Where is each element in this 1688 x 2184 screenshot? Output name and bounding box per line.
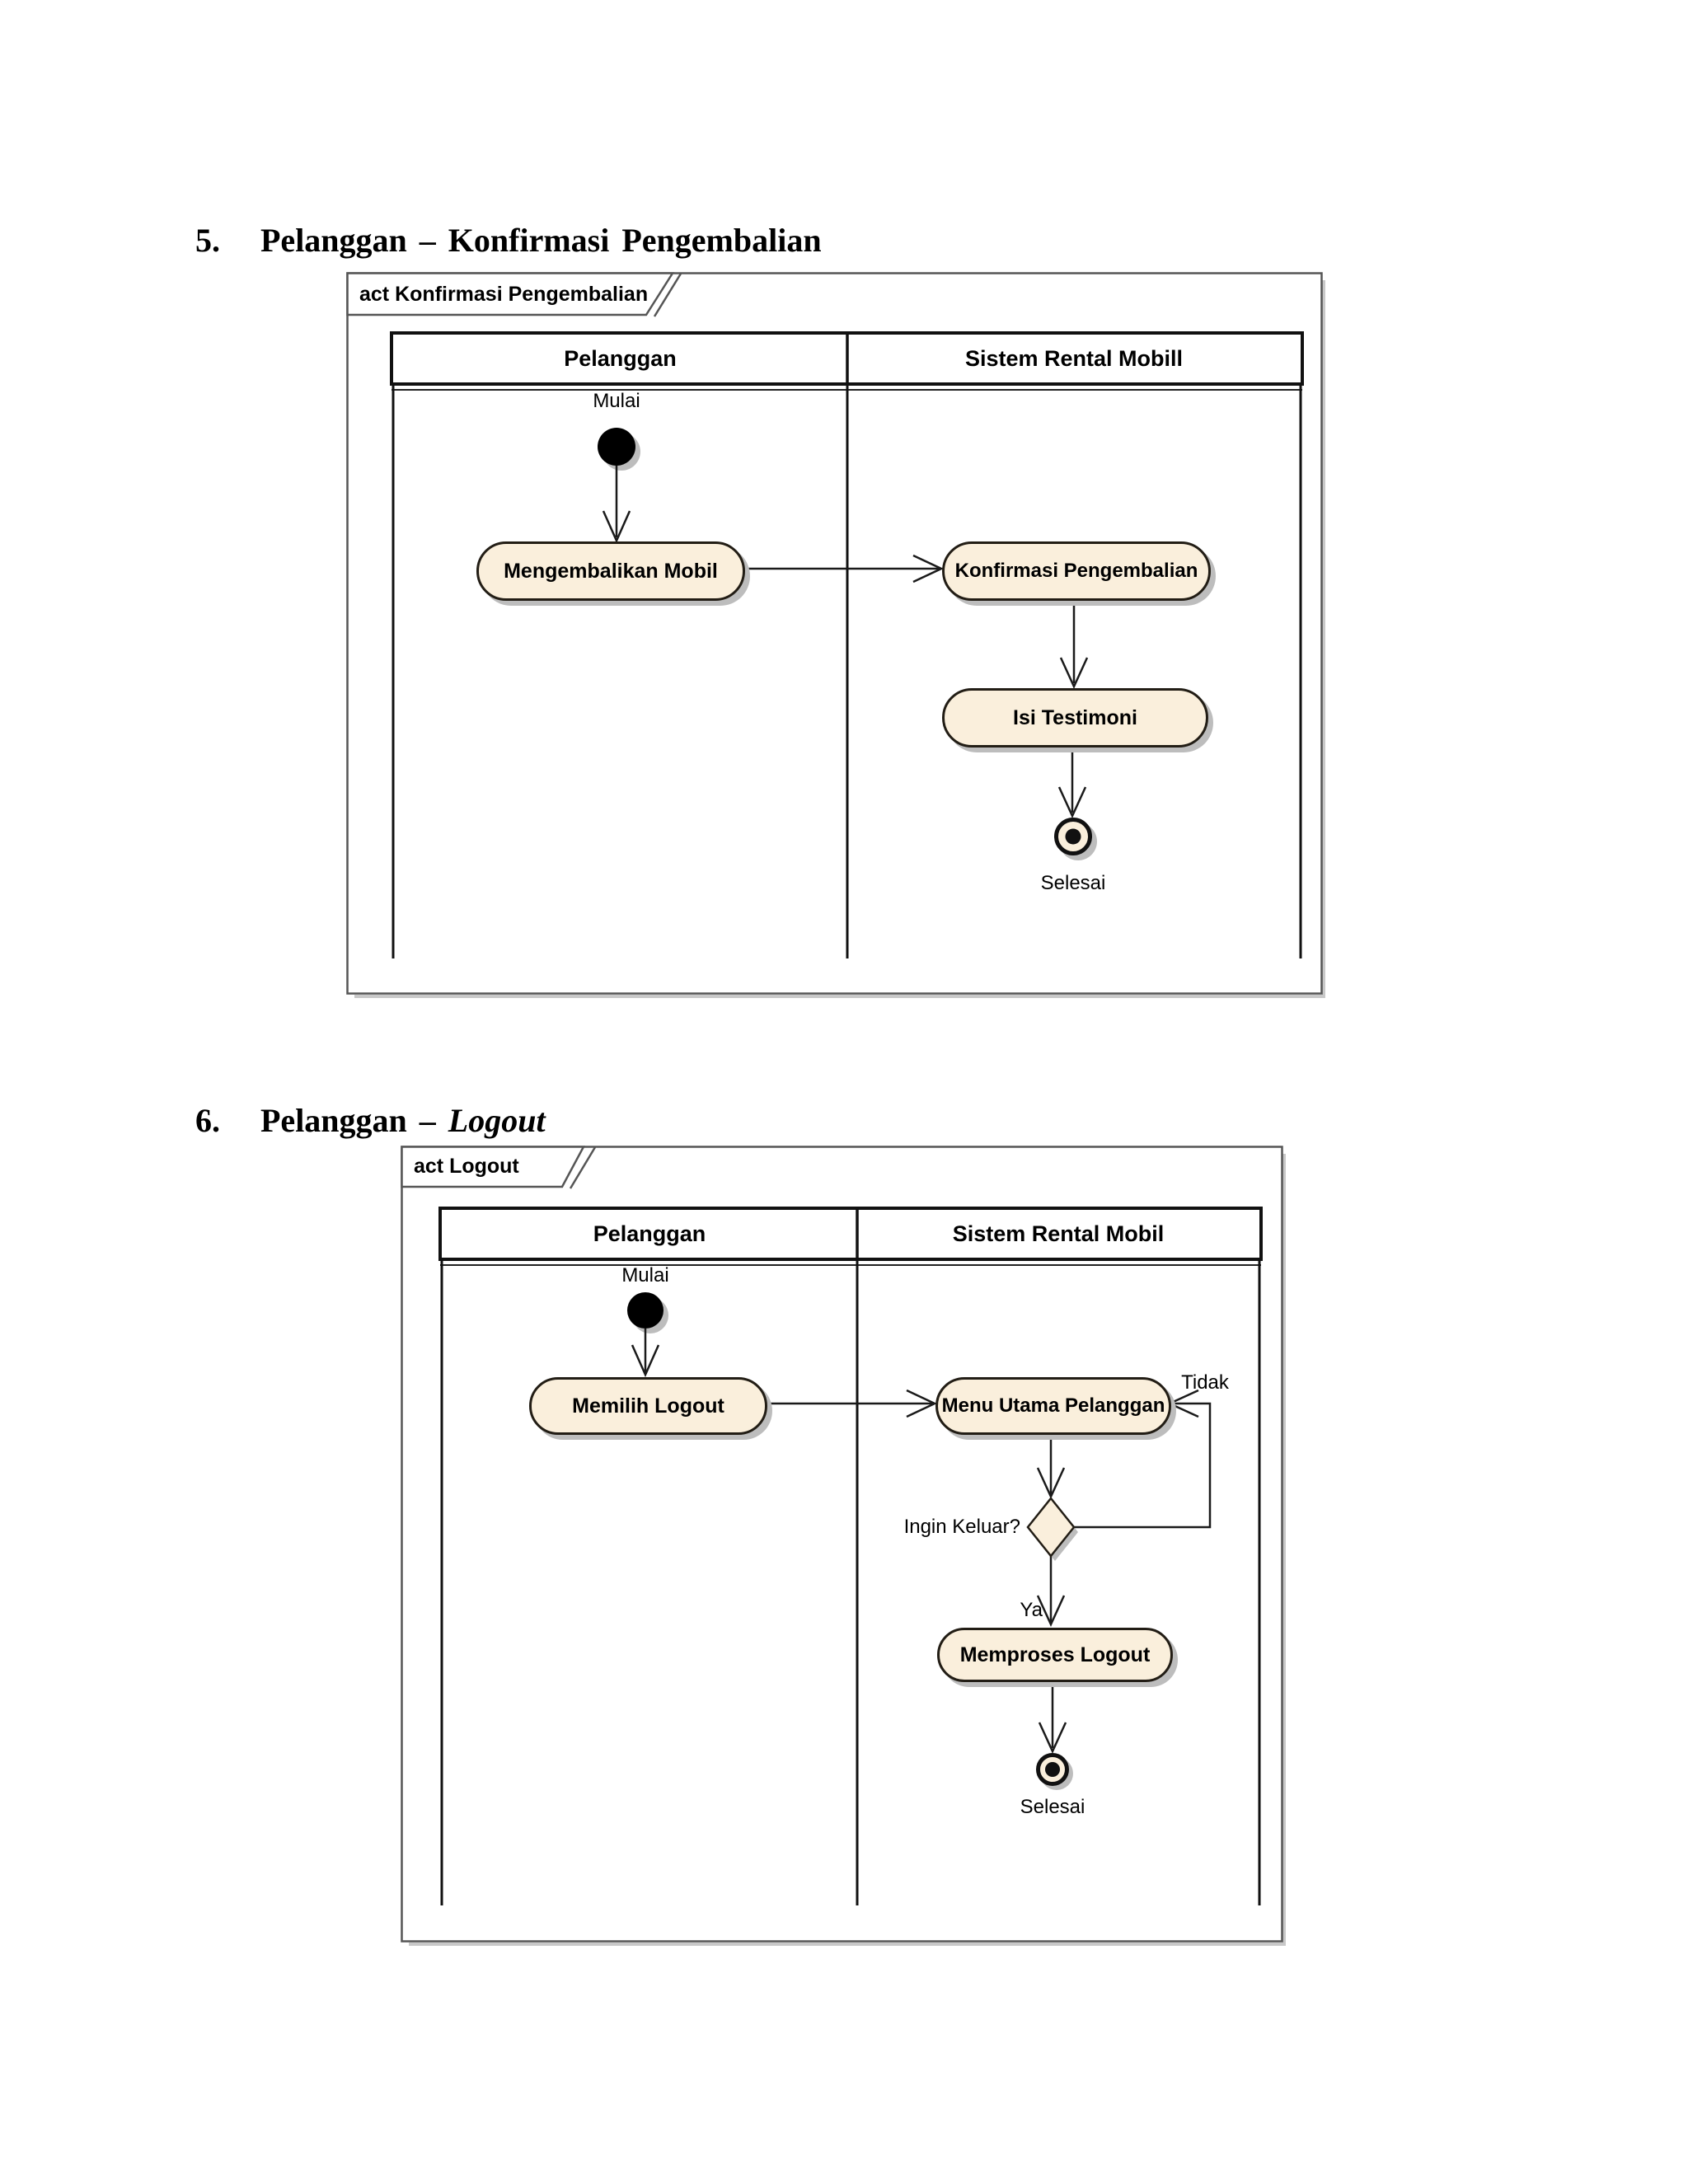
frame-tab-accent	[653, 273, 682, 317]
activity-node-mengembalikan-mobil: Mengembalikan Mobil	[476, 541, 745, 601]
activity-node-menu-utama-pelanggan: Menu Utama Pelanggan	[935, 1377, 1171, 1435]
heading-6: 6. Pelanggan – Logout	[195, 1101, 546, 1140]
end-node-label: Selesai	[1040, 872, 1106, 894]
activity-diagram-konfirmasi-pengembalian: act Konfirmasi Pengembalian Pelanggan Si…	[346, 272, 1327, 999]
decision-diamond	[1026, 1496, 1078, 1561]
swimlane-header-pelanggan: Pelanggan	[593, 1221, 706, 1246]
end-node	[1036, 1753, 1073, 1790]
frame-border	[401, 1146, 1283, 1943]
swimlane-header-sistem-rental-mobil: Sistem Rental Mobil	[952, 1221, 1165, 1246]
activity-diagram-logout: act Logout Pelanggan Sistem Rental Mobil…	[401, 1146, 1287, 1947]
frame-tab	[346, 272, 675, 316]
branch-label-tidak: Tidak	[1181, 1371, 1229, 1394]
frame-tab-label: act Konfirmasi Pengembalian	[359, 282, 649, 306]
end-node	[1054, 818, 1097, 860]
activity-node-memilih-logout: Memilih Logout	[529, 1377, 767, 1435]
frame-shadow	[409, 1154, 1286, 1946]
end-node-label: Selesai	[1020, 1796, 1085, 1818]
flow-edges	[631, 1329, 1212, 1755]
frame-tab-accent	[569, 1146, 597, 1189]
activity-node-memproses-logout: Memproses Logout	[937, 1628, 1173, 1682]
frame-shadow	[354, 280, 1325, 998]
start-node	[627, 1292, 668, 1333]
flow-edges	[602, 466, 1089, 819]
heading-6-title-logout: Logout	[448, 1102, 546, 1139]
frame-tab-label: act Logout	[414, 1154, 519, 1178]
activity-node-konfirmasi-pengembalian: Konfirmasi Pengembalian	[942, 541, 1211, 601]
frame-tab	[401, 1146, 586, 1188]
swimlane-header-pelanggan: Pelanggan	[564, 345, 677, 371]
swimlane-grid	[390, 331, 1304, 958]
heading-6-title: Pelanggan – Logout	[260, 1102, 546, 1139]
decision-question-label: Ingin Keluar?	[903, 1516, 1020, 1538]
heading-6-number: 6.	[195, 1102, 220, 1139]
frame-border	[346, 272, 1323, 995]
start-node	[598, 428, 640, 471]
heading-5-title: Pelanggan – Konfirmasi Pengembalian	[260, 222, 822, 259]
heading-5-number: 5.	[195, 222, 220, 259]
heading-5: 5. Pelanggan – Konfirmasi Pengembalian	[195, 221, 822, 260]
branch-label-ya: Ya	[1020, 1599, 1043, 1621]
activity-node-isi-testimoni: Isi Testimoni	[942, 688, 1208, 748]
swimlane-header-sistem-rental-mobill: Sistem Rental Mobill	[964, 345, 1184, 371]
start-node-label: Mulai	[593, 390, 640, 412]
swimlane-grid	[438, 1207, 1263, 1905]
start-node-label: Mulai	[621, 1264, 669, 1286]
diagram1-lines-layer	[346, 272, 1325, 998]
diagram2-lines-layer	[401, 1146, 1286, 1946]
